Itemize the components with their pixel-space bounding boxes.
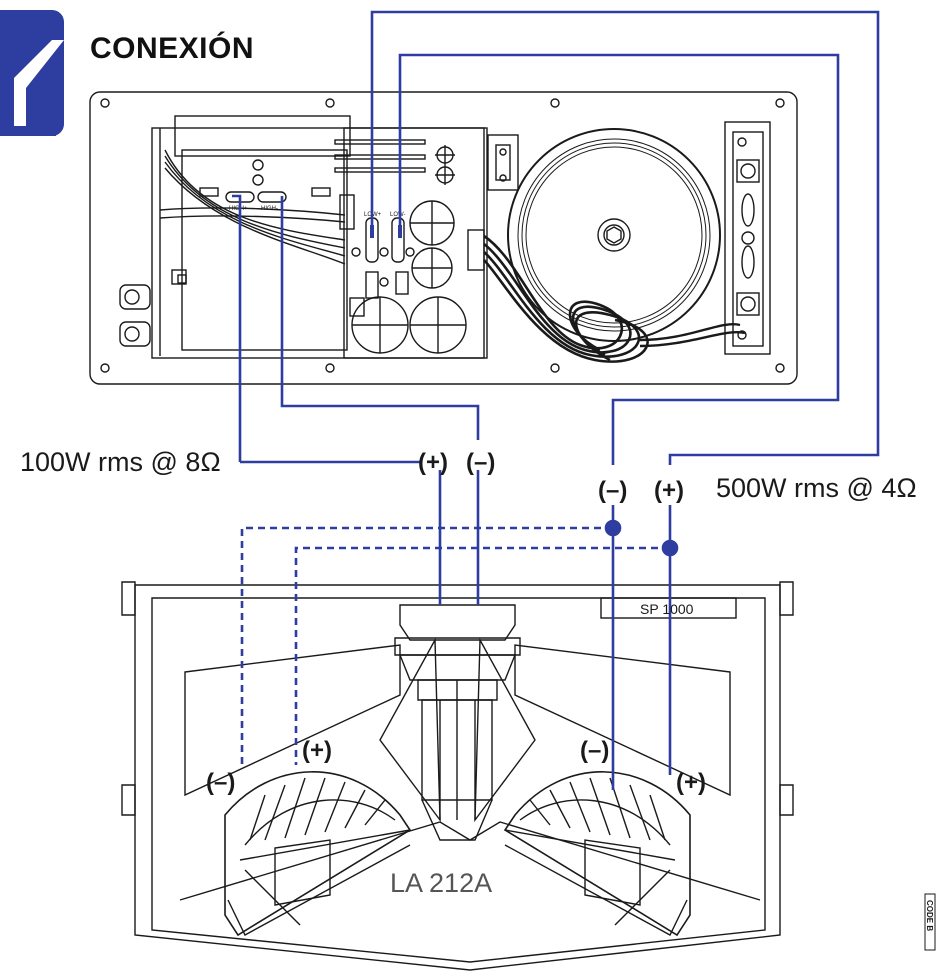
left-woofer xyxy=(224,771,412,937)
junction-plus xyxy=(661,539,679,557)
driver-minus-label: (–) xyxy=(466,449,495,476)
wiring xyxy=(232,10,880,790)
left-woofer-minus-label: (–) xyxy=(206,769,235,796)
amp-high-plus-label: HIGH+ xyxy=(229,206,248,212)
wire-low-plus-to-amp xyxy=(232,194,242,462)
driver-plus-label: (+) xyxy=(418,449,448,476)
page-title: CONEXIÓN xyxy=(90,32,255,65)
low-output-label: 100W rms @ 8Ω xyxy=(20,447,221,477)
wire-high-minus-to-amp xyxy=(398,53,840,465)
high-output-label: 500W rms @ 4Ω xyxy=(716,473,917,503)
right-woofer xyxy=(503,771,691,937)
diagram-labels: 100W rms @ 8Ω 500W rms @ 4Ω (+) (–) (–) … xyxy=(20,447,917,898)
wire-high-plus-to-amp xyxy=(370,10,880,465)
amp-high-minus-label: HIGH- xyxy=(261,206,278,212)
side-label-text: CODE B xyxy=(925,900,934,931)
model-plate-label: SP 1000 xyxy=(640,601,694,617)
speaker-cabinet xyxy=(121,581,794,971)
wire-left-woofer-plus xyxy=(294,546,670,765)
cabinet-model-label: LA 212A xyxy=(390,868,492,898)
right-woofer-minus-label: (–) xyxy=(580,737,609,764)
left-woofer-plus-label: (+) xyxy=(302,737,332,764)
wire-left-woofer-minus xyxy=(240,526,613,765)
high-minus-label: (–) xyxy=(598,477,627,504)
high-plus-label: (+) xyxy=(654,477,684,504)
model-plate xyxy=(600,597,737,619)
amp-low-minus-label: LOW- xyxy=(390,212,406,218)
side-label: CODE B xyxy=(924,893,936,951)
badge-cut xyxy=(14,40,64,126)
right-woofer-plus-label: (+) xyxy=(676,769,706,796)
junction-minus xyxy=(604,519,622,537)
wire-low-minus-to-amp xyxy=(280,196,480,440)
amplifier-panel xyxy=(89,91,798,385)
